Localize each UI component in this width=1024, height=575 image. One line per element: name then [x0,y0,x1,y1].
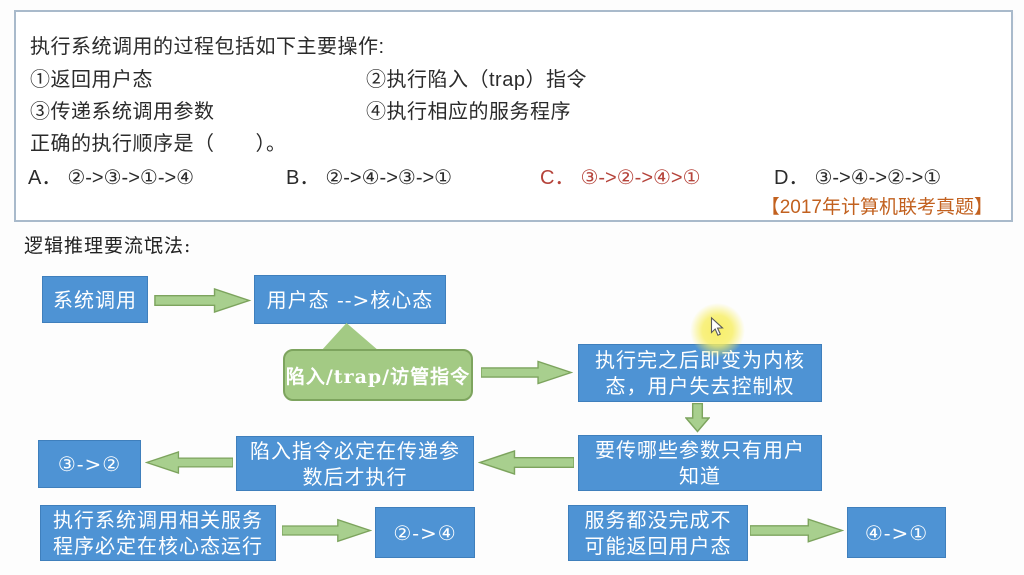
option-c: C．③->②->④>① [540,161,701,190]
flow-box-order-3-2: ③->② [38,440,141,488]
flow-box-service-in-kernel: 执行系统调用相关服务 程序必定在核心态运行 [40,505,276,561]
question-source-label: 【2017年计算机联考真题】 [760,197,993,218]
arrow-right-icon [282,518,372,543]
question-step-3: ③传递系统调用参数 [30,101,215,123]
arrow-right-icon [750,518,844,543]
flow-box-trap-after-params-line2: 数后才执行 [302,464,408,489]
mouse-cursor-icon [706,316,728,338]
question-prompt: 正确的执行顺序是（ ）。 [30,133,287,155]
flow-box-order-2-4: ②->④ [375,507,475,558]
arrow-left-icon [478,450,574,475]
arrow-down-icon [685,403,710,433]
question-step-1: ①返回用户态 [30,69,153,91]
option-c-key: C． [540,167,575,189]
question-title: 执行系统调用的过程包括如下主要操作: [30,36,385,58]
option-b-value: ②->④->③->① [325,167,453,189]
option-d-key: D． [774,167,809,189]
option-b-key: B． [286,167,320,189]
flow-box-return-after-service-line1: 服务都没完成不 [584,508,732,532]
flow-box-order-3-2-label: ③->② [57,452,122,476]
option-a-key: A． [28,167,62,189]
flow-box-params-user-knows-line2: 知道 [679,464,721,488]
question-step-2: ②执行陷入（trap）指令 [366,69,587,91]
option-d-value: ③->④->②->① [814,167,942,189]
option-a: A．②->③->①->④ [28,161,194,190]
flow-box-kernel-after-trap-line2: 态，用户失去控制权 [605,374,795,398]
section-subtitle: 逻辑推理要流氓法: [24,235,192,257]
arrow-right-icon [154,288,252,313]
arrow-right-icon [481,360,573,385]
option-b: B．②->④->③->① [286,161,452,190]
callout-label: 陷入/trap/访管指令 [285,365,471,388]
arrow-left-icon [145,450,233,475]
question-panel: 执行系统调用的过程包括如下主要操作: ①返回用户态 ②执行陷入（trap）指令 … [14,10,1013,222]
callout-trap-instruction: 陷入/trap/访管指令 [283,349,473,401]
callout-tail [321,323,379,351]
flow-box-user-to-kernel-label: 用户态 -->核心态 [266,287,434,312]
flow-box-params-user-knows: 要传哪些参数只有用户 知道 [578,435,822,491]
flow-box-order-2-4-label: ②->④ [393,520,457,545]
flow-box-system-call: 系统调用 [42,276,148,323]
flow-box-kernel-after-trap: 执行完之后即变为内核 态，用户失去控制权 [578,344,822,402]
flow-box-order-4-1: ④->① [847,507,946,558]
flow-box-service-in-kernel-line1: 执行系统调用相关服务 [53,508,263,532]
option-c-value: ③->②->④>① [580,167,701,189]
option-a-value: ②->③->①->④ [67,167,195,189]
option-d: D．③->④->②->① [774,161,941,190]
flow-box-trap-after-params: 陷入指令必定在传递参 数后才执行 [236,436,474,491]
flow-box-params-user-knows-line1: 要传哪些参数只有用户 [595,438,805,462]
flow-box-return-after-service: 服务都没完成不 可能返回用户态 [568,505,748,561]
flow-box-trap-after-params-line1: 陷入指令必定在传递参 [250,438,460,463]
flow-box-return-after-service-line2: 可能返回用户态 [584,534,732,558]
question-step-4: ④执行相应的服务程序 [366,101,571,123]
flow-box-order-4-1-label: ④->① [864,520,929,545]
flow-box-system-call-label: 系统调用 [53,287,137,312]
flow-box-service-in-kernel-line2: 程序必定在核心态运行 [53,534,263,558]
flow-box-user-to-kernel: 用户态 -->核心态 [254,275,446,324]
